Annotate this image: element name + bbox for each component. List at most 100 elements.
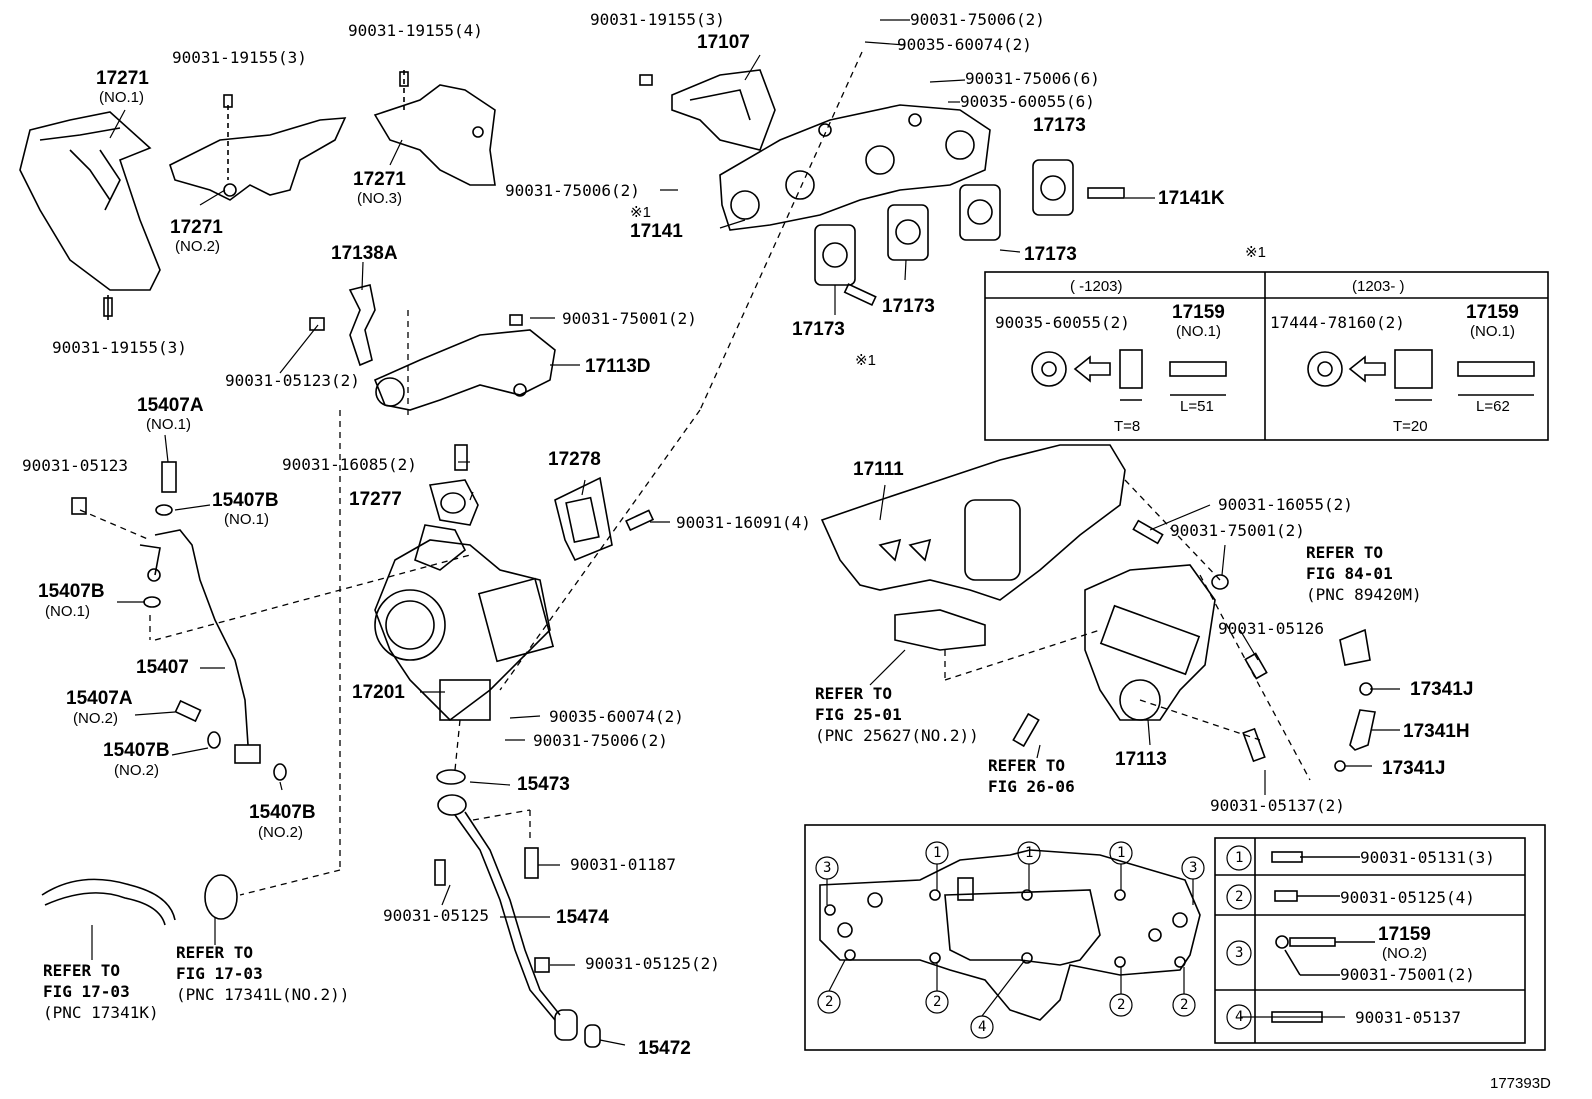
exhaust-manifold-drawing xyxy=(719,104,991,231)
heat-insulator-no3-drawing xyxy=(373,70,496,186)
fastener-label: 90031-19155(3) xyxy=(172,48,307,67)
note-mark: ※1 xyxy=(855,352,876,369)
fastener-label: 90031-16085(2) xyxy=(282,455,417,474)
note-left-washer: 90035-60055(2) xyxy=(995,313,1130,332)
refer-fig17b-line3: (PNC 17341L(NO.2)) xyxy=(176,985,350,1004)
legend-row-number: 1 xyxy=(1235,850,1244,866)
note-left-stud: 17159 xyxy=(1172,302,1225,323)
gasket-callout-number: 4 xyxy=(978,1019,987,1035)
note-left-length: L=51 xyxy=(1180,398,1214,415)
refer-fig17a-line3: (PNC 17341K) xyxy=(43,1003,159,1022)
part-17107-number: 17107 xyxy=(697,32,750,53)
part-17341j-number: 17341J xyxy=(1410,679,1474,700)
legend-panel-frame xyxy=(804,824,1546,1051)
leader-lines xyxy=(91,19,1400,1046)
bracket-and-pipe-drawing xyxy=(309,284,556,411)
part-15473-number: 15473 xyxy=(517,774,570,795)
part-15407b-number: 15407B xyxy=(103,740,170,761)
refer-fig17b-line2: FIG 17-03 xyxy=(176,964,263,983)
refer-fig84-line3: (PNC 89420M) xyxy=(1306,585,1422,604)
refer-fig84-line2: FIG 84-01 xyxy=(1306,564,1393,583)
part-17278-number: 17278 xyxy=(548,449,601,470)
part-17271-no3-number: 17271 xyxy=(353,169,406,190)
bracket-89420m-drawing xyxy=(1339,628,1371,666)
legend-row-number: 4 xyxy=(1235,1009,1244,1025)
note-left-thickness: T=8 xyxy=(1114,418,1141,435)
legend-row-part: 90031-05131(3) xyxy=(1360,848,1495,867)
hose-17341k-edge xyxy=(44,892,166,926)
note-right-header: (1203- ) xyxy=(1352,278,1405,295)
gasket-17278-drawing xyxy=(554,476,613,562)
fastener-label: 90031-75006(2) xyxy=(505,181,640,200)
gasket-callout-number: 2 xyxy=(825,994,834,1010)
fastener-label: 90031-75001(2) xyxy=(562,309,697,328)
part-15407b-sub: (NO.2) xyxy=(114,762,159,779)
stud-16091-drawing xyxy=(625,509,655,532)
fastener-label: 90031-75006(2) xyxy=(533,731,668,750)
hose-17341h-drawing xyxy=(1349,709,1376,751)
part-15407b-sub: (NO.1) xyxy=(224,511,269,528)
gasket-callout-number: 2 xyxy=(933,994,942,1010)
gasket-callout-number: 1 xyxy=(933,845,942,861)
legend-row-number: 3 xyxy=(1235,945,1244,961)
part-15407b-sub: (NO.1) xyxy=(45,603,90,620)
fastener-label: 90035-60055(6) xyxy=(960,92,1095,111)
clip-17341j-bottom-drawing xyxy=(1334,760,1346,772)
part-15407b-number: 15407B xyxy=(249,802,316,823)
fastener-label: 90031-75001(2) xyxy=(1170,521,1305,540)
fastener-label: 90031-05137(2) xyxy=(1210,796,1345,815)
gasket-callout-number: 3 xyxy=(823,860,832,876)
heat-insulator-no2-drawing xyxy=(169,94,347,201)
part-15407a-no2-number: 15407A xyxy=(66,688,133,709)
legend-row-stud-sub: (NO.2) xyxy=(1382,945,1427,962)
part-15407b-sub: (NO.2) xyxy=(258,824,303,841)
gasket-callout-number: 2 xyxy=(1117,997,1126,1013)
part-17201-number: 17201 xyxy=(352,682,405,703)
refer-fig17a-line1: REFER TO xyxy=(43,961,121,980)
part-15407b-number: 15407B xyxy=(212,490,279,511)
legend-row-part: 90031-05125(4) xyxy=(1340,888,1475,907)
part-15407a-no1-number: 15407A xyxy=(137,395,204,416)
intake-manifold-drawing xyxy=(820,444,1126,651)
refer-fig17a-line2: FIG 17-03 xyxy=(43,982,130,1001)
refer-fig26-line2: FIG 26-06 xyxy=(988,777,1075,796)
fastener-label: 90031-16055(2) xyxy=(1218,495,1353,514)
part-17113-number: 17113 xyxy=(1115,749,1167,770)
part-17271-no2-number: 17271 xyxy=(170,217,223,238)
gasket-17278-hole xyxy=(565,496,600,544)
note-right-stud-sub: (NO.1) xyxy=(1470,323,1515,340)
part-15407a-no1-sub: (NO.1) xyxy=(146,416,191,433)
heat-insulator-no1-drawing xyxy=(19,111,161,320)
note-table-mark: ※1 xyxy=(1245,244,1266,261)
gasket-callout-number: 3 xyxy=(1189,860,1198,876)
part-17271-no1-sub: (NO.1) xyxy=(99,89,144,106)
fastener-label: 90031-19155(3) xyxy=(52,338,187,357)
refer-fig25-line1: REFER TO xyxy=(815,684,893,703)
part-17113d-number: 17113D xyxy=(585,356,651,377)
part-17141-number: 17141 xyxy=(630,221,683,242)
part-15474-number: 15474 xyxy=(556,907,609,928)
gasket-17277-hole xyxy=(440,492,466,514)
fastener-label: 90031-16091(4) xyxy=(676,513,811,532)
gasket-callouts xyxy=(815,841,1252,1039)
gasket-callout-number: 2 xyxy=(1180,997,1189,1013)
part-17173-number: 17173 xyxy=(792,319,845,340)
part-17271-no1-number: 17271 xyxy=(96,68,149,89)
part-17271-no3-sub: (NO.3) xyxy=(357,190,402,207)
oil-pipe-15407-drawing xyxy=(71,461,287,781)
fastener-label: 90035-60074(2) xyxy=(549,707,684,726)
part-15472-number: 15472 xyxy=(638,1038,691,1059)
refer-fig84-line1: REFER TO xyxy=(1306,543,1384,562)
legend-row-part: 90031-75001(2) xyxy=(1340,965,1475,984)
part-17173-number: 17173 xyxy=(882,296,935,317)
clamp-drawing xyxy=(204,874,238,920)
legend-row-part: 90031-05137 xyxy=(1355,1008,1461,1027)
fastener-label: 90035-60074(2) xyxy=(897,35,1032,54)
refer-fig25-line3: (PNC 25627(NO.2)) xyxy=(815,726,979,745)
part-17341j-number: 17341J xyxy=(1382,758,1446,779)
refer-fig26-line1: REFER TO xyxy=(988,756,1066,775)
dashed-guides xyxy=(79,51,1311,896)
diagram-id: 177393D xyxy=(1490,1075,1551,1092)
